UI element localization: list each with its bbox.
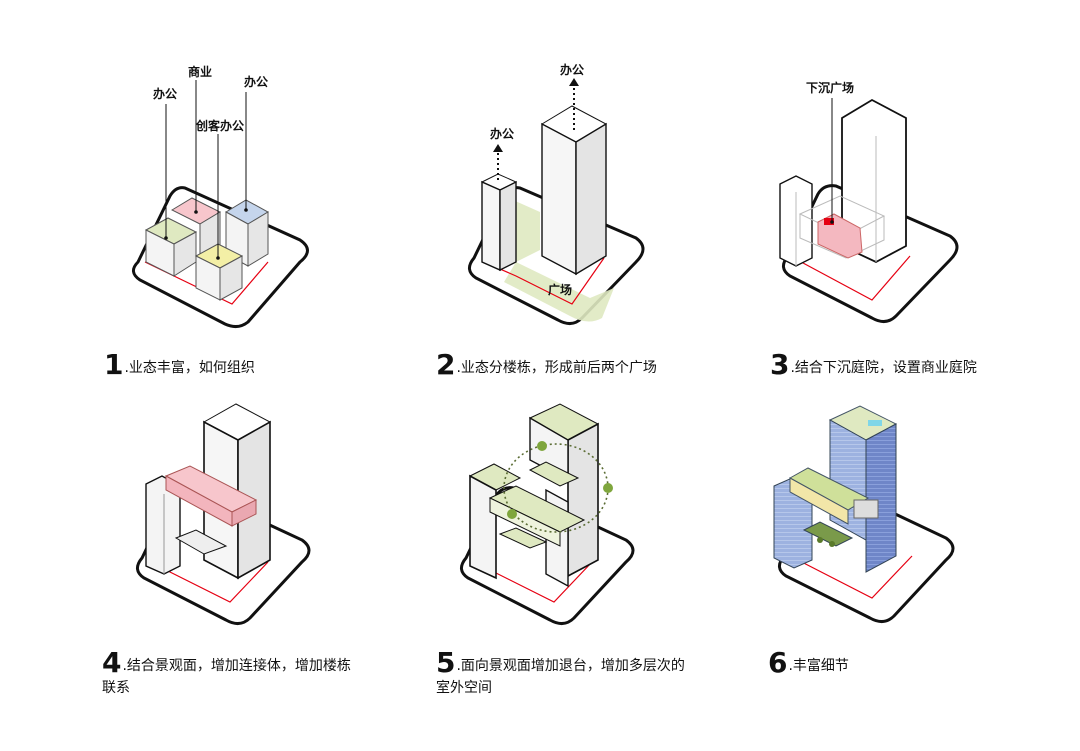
step-number: 5 bbox=[436, 646, 456, 679]
site-boundary-line bbox=[789, 255, 911, 301]
step-text: .面向景观面增加退台，增加多层次的 bbox=[456, 658, 685, 674]
step-text: .丰富细节 bbox=[788, 658, 849, 674]
step-text: .结合下沉庭院，设置商业庭院 bbox=[790, 360, 977, 376]
step-number: 6 bbox=[768, 646, 788, 679]
step-3-massing-drawing: 下沉广场 bbox=[779, 80, 959, 323]
office-tower-left bbox=[499, 180, 517, 272]
caption-step-2: 2.业态分楼栋，形成前后两个广场 bbox=[436, 351, 657, 379]
caption-step-1: 1.业态丰富，如何组织 bbox=[104, 351, 255, 379]
rooftop-equipment bbox=[853, 499, 879, 519]
step-4-massing-drawing bbox=[136, 403, 311, 625]
label-office-left: 办公 bbox=[153, 86, 177, 101]
label-commerce: 商业 bbox=[188, 64, 212, 79]
label-plaza: 广场 bbox=[548, 282, 572, 297]
site-boundary-line bbox=[789, 555, 913, 599]
label-office-top: 办公 bbox=[560, 62, 584, 77]
pink-connector-bridge bbox=[231, 499, 257, 527]
step-2-massing-drawing: 办公 办公 广场 bbox=[468, 62, 645, 325]
label-startup-office: 创客办公 bbox=[195, 118, 244, 133]
glass-tower bbox=[865, 423, 897, 573]
caption-step-3: 3.结合下沉庭院，设置商业庭院 bbox=[770, 351, 977, 379]
step-number: 3 bbox=[770, 348, 790, 381]
office-tower-main bbox=[575, 122, 607, 276]
caption-step-4: 4.结合景观面，增加连接体，增加楼栋 联系 bbox=[102, 649, 351, 699]
step-text-line2: 联系 bbox=[102, 680, 130, 696]
site-boundary-line bbox=[145, 559, 269, 603]
step-text: .业态分楼栋，形成前后两个广场 bbox=[456, 360, 657, 376]
step-number: 1 bbox=[104, 348, 124, 381]
step-1-massing-drawing: 办公 商业 办公 创客办公 bbox=[132, 64, 309, 329]
step-text: .结合景观面，增加连接体，增加楼栋 bbox=[122, 658, 351, 674]
front-plaza bbox=[504, 262, 614, 322]
office-block-right bbox=[247, 211, 269, 267]
step-text: .业态丰富，如何组织 bbox=[124, 360, 255, 376]
tree-icon bbox=[603, 483, 613, 493]
tree-icon bbox=[537, 441, 547, 451]
site-boundary-line bbox=[469, 559, 593, 603]
tree-icon bbox=[507, 509, 517, 519]
label-office-right: 办公 bbox=[244, 74, 268, 89]
startup-office-block bbox=[219, 255, 243, 301]
step-number: 4 bbox=[102, 646, 122, 679]
step-text-line2: 室外空间 bbox=[436, 680, 492, 696]
step-5-massing-drawing bbox=[460, 403, 635, 625]
caption-step-6: 6.丰富细节 bbox=[768, 649, 849, 677]
label-sunken-plaza: 下沉广场 bbox=[806, 80, 854, 95]
label-office-left: 办公 bbox=[490, 126, 514, 141]
step-number: 2 bbox=[436, 348, 456, 381]
step-6-rendered-massing bbox=[773, 405, 955, 623]
caption-step-5: 5.面向景观面增加退台，增加多层次的 室外空间 bbox=[436, 649, 685, 699]
